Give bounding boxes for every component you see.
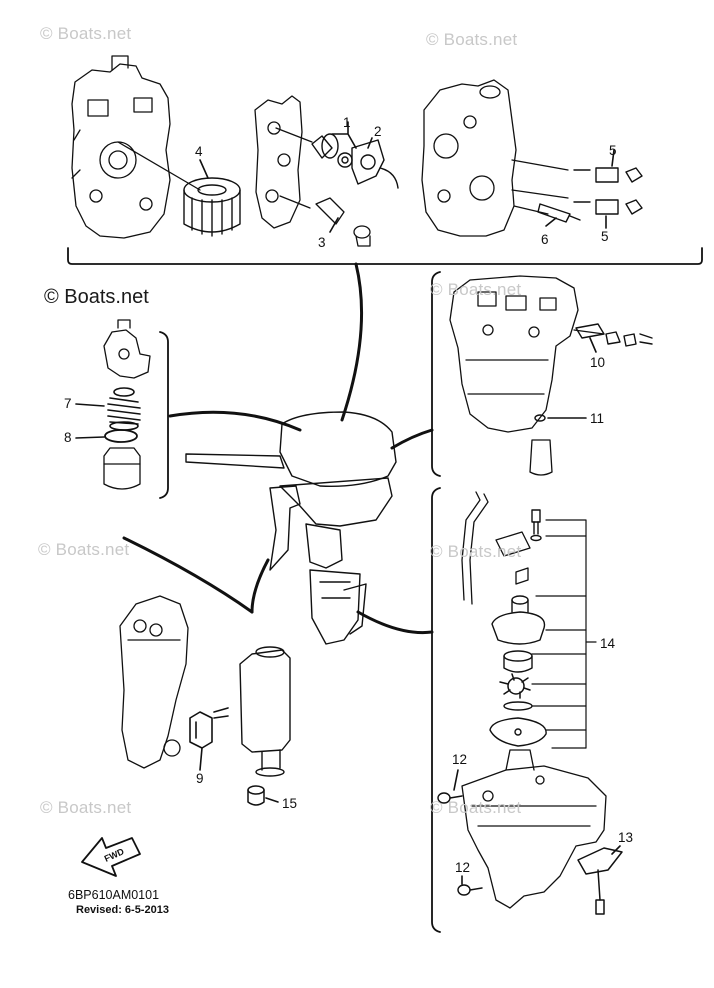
watermark: © Boats.net (38, 540, 130, 559)
cap-left (103, 447, 141, 490)
thermostat-cover (351, 139, 399, 189)
plugs-12 (437, 792, 483, 896)
cowling-right (449, 275, 605, 433)
right-top-bracket (431, 271, 441, 477)
fwd-arrow (81, 837, 141, 877)
crankcase-left (71, 55, 201, 239)
callout-8: 8 (64, 430, 72, 445)
leader-bottom-left-2 (250, 558, 270, 614)
watermark: © Boats.net (40, 798, 132, 817)
leader-1 (331, 121, 357, 149)
top-group-bracket (67, 247, 703, 265)
clamp-bracket (119, 595, 189, 769)
spark-plug (537, 203, 581, 223)
bolt-11 (529, 439, 553, 476)
main-outboard (185, 411, 397, 645)
pump-insert (503, 650, 533, 673)
callout-5: 5 (601, 229, 609, 244)
leader-13 (611, 845, 621, 855)
o-ring-8 (104, 429, 138, 443)
tilt-cylinder (239, 646, 291, 777)
leader-9 (199, 747, 203, 771)
leader-3 (329, 217, 339, 233)
outer-plate (489, 717, 547, 747)
watermark: © Boats.net (430, 542, 522, 561)
bushing-9 (189, 707, 229, 749)
watermark: © Boats.net (426, 30, 518, 49)
callout-1: 1 (343, 115, 351, 130)
callout-11: 11 (590, 411, 605, 426)
diagram-id: 6BP610AM0101 (68, 888, 160, 902)
callout-15: 15 (282, 796, 298, 811)
leader-5a (611, 149, 615, 167)
right-bottom-bracket (431, 487, 441, 933)
leader-bottom-left (122, 536, 254, 614)
cylinder-block-right (421, 79, 569, 237)
lower-unit (461, 749, 607, 909)
pump-housing (491, 595, 546, 645)
leader-10 (589, 337, 597, 353)
spring-7 (107, 387, 141, 431)
left-mid-bracket (159, 331, 169, 499)
revised-date: Revised: 6-5-2013 (76, 904, 169, 916)
housing-left (103, 319, 151, 379)
callout-13: 13 (618, 830, 634, 845)
leader-12a (453, 769, 459, 791)
leader-2 (367, 137, 373, 149)
leader-7 (75, 403, 105, 407)
water-tube (461, 491, 489, 605)
leader-8 (75, 436, 105, 439)
plug-3 (315, 197, 371, 247)
leader-14 (531, 519, 597, 749)
leader-right-bottom (356, 610, 434, 635)
cylinder-head-middle (254, 95, 313, 229)
callout-10: 10 (590, 355, 606, 370)
impeller (499, 673, 531, 699)
leader-top (340, 262, 364, 422)
bushing-15 (247, 785, 265, 806)
watermark-dark: © Boats.net (44, 286, 149, 308)
leader-right-top (390, 428, 434, 450)
callout-7: 7 (64, 396, 72, 411)
callout-9: 9 (196, 771, 204, 786)
callout-2: 2 (374, 124, 382, 139)
thermostat (311, 133, 353, 168)
lever-10 (575, 323, 653, 347)
leader-4 (199, 159, 209, 179)
anodes-5 (573, 167, 643, 215)
callout-12: 12 (455, 860, 471, 875)
watermark: © Boats.net (40, 24, 132, 43)
tube-bracket (495, 531, 531, 585)
callout-3: 3 (318, 235, 326, 250)
leader-6 (545, 217, 557, 227)
washer-11 (534, 414, 546, 422)
leader-left (168, 410, 302, 432)
watermark: © Boats.net (430, 798, 522, 817)
trim-tab-13 (577, 847, 623, 915)
oil-filter (183, 177, 241, 237)
callout-6: 6 (541, 232, 549, 247)
watermark: © Boats.net (430, 280, 522, 299)
callout-4: 4 (195, 144, 203, 159)
leader-15 (265, 797, 279, 803)
callout-12: 12 (452, 752, 468, 767)
pump-gasket (503, 701, 533, 711)
pump-bolt (530, 509, 542, 542)
callout-5: 5 (609, 143, 617, 158)
callout-14: 14 (600, 636, 616, 651)
